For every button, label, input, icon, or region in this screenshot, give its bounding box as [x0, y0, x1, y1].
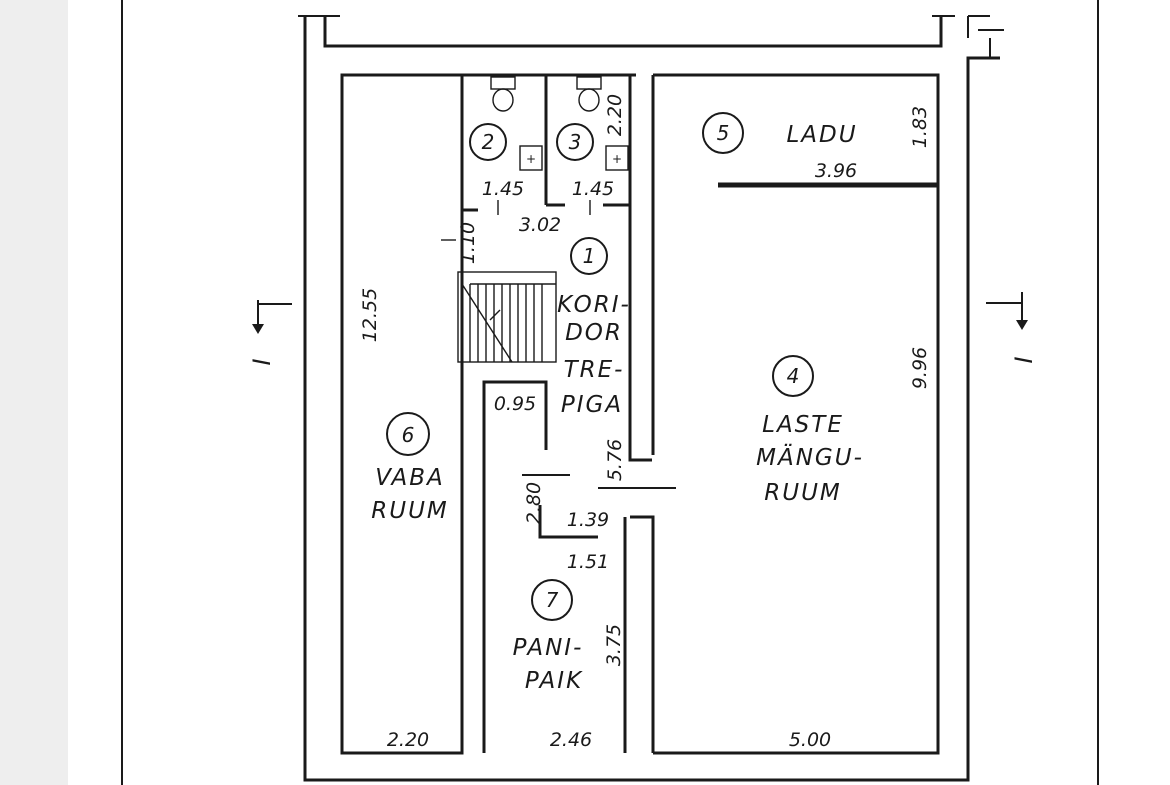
- room-7-name-line-1: PANI-: [513, 635, 584, 661]
- room-4-name-line-3: RUUM: [764, 480, 842, 506]
- room-4-5-walls: [653, 73, 940, 755]
- room-2-number: 2: [482, 130, 495, 154]
- dimension-ticks: [441, 200, 591, 241]
- dimension-wall-gap: 0.95: [494, 393, 536, 415]
- dimension-corridor-width: 3.02: [519, 214, 561, 236]
- section-label-left: I: [248, 358, 276, 365]
- room-1-number: 1: [583, 244, 596, 268]
- dimension-room-6-width: 2.20: [387, 729, 429, 751]
- dimension-room-3-width: 1.45: [572, 178, 614, 200]
- room-7-number: 7: [546, 588, 559, 612]
- room-5-number: 5: [717, 121, 730, 145]
- room-6-name-line-1: VABA: [375, 465, 444, 491]
- exterior-walls: [298, 15, 1004, 782]
- room-7-name-line-2: PAIK: [525, 668, 583, 694]
- dimension-niche-width: 1.39: [567, 509, 609, 531]
- dimension-corridor-depth: 1.10: [457, 222, 479, 264]
- room-6-name-line-2: RUUM: [371, 498, 449, 524]
- dimension-room-6-length: 12.55: [359, 288, 381, 342]
- dimension-room-7-width: 2.46: [550, 729, 592, 751]
- room-number-circles: [386, 112, 814, 621]
- room-1-name-line-1: KORI-: [557, 292, 631, 318]
- room-6-number: 6: [402, 423, 415, 447]
- room-1-name-line-2: DOR: [565, 320, 623, 346]
- dimension-room-2-width: 1.45: [482, 178, 524, 200]
- room-1-name-line-3: TRE-: [564, 357, 625, 383]
- room-4-name-line-1: LASTE: [762, 412, 844, 438]
- room-4-name-line-2: MÄNGU-: [756, 443, 864, 471]
- room-4-number: 4: [787, 364, 800, 388]
- dimension-wc-length: 2.20: [604, 94, 626, 136]
- svg-text:+: +: [526, 152, 536, 166]
- dimension-corridor-length: 5.76: [604, 439, 626, 481]
- dimension-room-4-length: 9.96: [909, 347, 931, 389]
- svg-text:+: +: [612, 152, 622, 166]
- scan-margin: [0, 0, 68, 785]
- section-marker-right: [986, 292, 1028, 330]
- dimension-room-7-top: 1.51: [567, 551, 609, 573]
- dimension-room-4-width: 5.00: [789, 729, 831, 751]
- dimension-room-7-length: 3.75: [603, 624, 625, 666]
- section-label-right: I: [1010, 356, 1038, 363]
- dimension-room-5-length: 1.83: [909, 106, 931, 148]
- room-1-name-line-4: PIGA: [561, 392, 623, 418]
- dimension-niche-length: 2.80: [523, 482, 545, 524]
- room-5-name: LADU: [786, 122, 857, 148]
- room-3-number: 3: [569, 130, 582, 154]
- corridor-walls: [460, 75, 676, 753]
- staircase: [457, 271, 557, 363]
- dimension-room-5-width: 3.96: [815, 160, 857, 182]
- section-marker-left: [252, 300, 292, 334]
- wc-fixtures: + +: [490, 76, 629, 171]
